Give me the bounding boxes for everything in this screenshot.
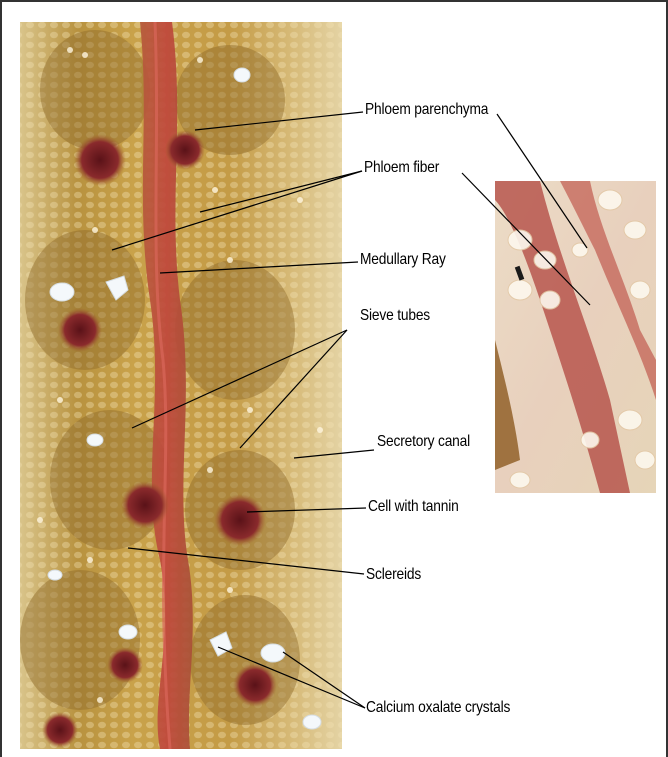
label-calcium-oxalate-crystals: Calcium oxalate crystals <box>366 699 510 717</box>
label-cell-with-tannin: Cell with tannin <box>368 498 459 516</box>
main-micrograph <box>20 22 342 749</box>
label-medullary-ray: Medullary Ray <box>360 251 446 269</box>
inset-micrograph <box>495 181 656 493</box>
label-phloem-fiber: Phloem fiber <box>364 159 439 177</box>
label-secretory-canal: Secretory canal <box>377 433 470 451</box>
label-sclereids: Sclereids <box>366 566 421 584</box>
label-phloem-parenchyma: Phloem parenchyma <box>365 101 488 119</box>
label-sieve-tubes: Sieve tubes <box>360 307 430 325</box>
